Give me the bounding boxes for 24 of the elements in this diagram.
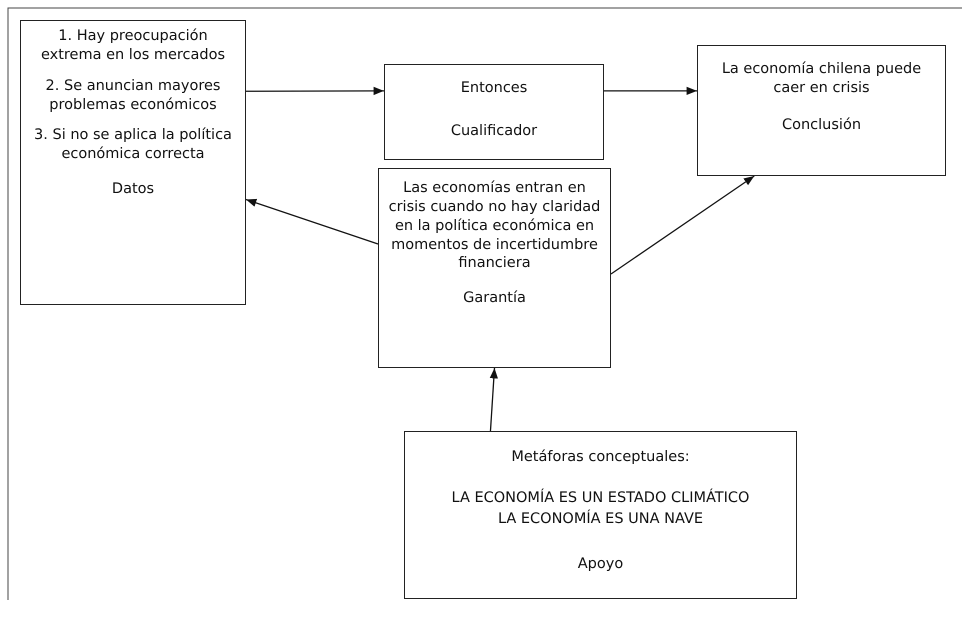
box-text: La economía chilena puede caer en crisis bbox=[720, 60, 922, 98]
box-text: LA ECONOMÍA ES UNA NAVE bbox=[498, 510, 704, 529]
arrow bbox=[490, 368, 498, 432]
box-heading: Conclusión bbox=[782, 116, 862, 135]
text-box bbox=[20, 20, 246, 305]
box-heading: Garantía bbox=[463, 289, 526, 308]
box-text: Las economías entran en crisis cuando no hay claridad en la política económica en momentos de incertidumbre financiera bbox=[388, 179, 602, 274]
box-text: Metáforas conceptuales: bbox=[511, 448, 690, 467]
text-box bbox=[378, 168, 611, 368]
box-heading: Apoyo bbox=[578, 554, 624, 574]
text-box bbox=[384, 64, 604, 160]
arrow bbox=[604, 86, 697, 96]
box-text: 2. Se anuncian mayores problemas económicos bbox=[44, 76, 222, 114]
arrow bbox=[246, 86, 384, 96]
box-text: 3. Si no se aplica la política económica correcta bbox=[33, 126, 233, 164]
arrow bbox=[610, 175, 755, 275]
box-heading: Datos bbox=[112, 180, 154, 199]
box-text: Entonces bbox=[460, 79, 528, 98]
arrow bbox=[246, 198, 378, 245]
box-heading: Cualificador bbox=[450, 122, 538, 141]
text-box bbox=[404, 431, 797, 599]
text-box bbox=[697, 45, 946, 176]
box-text: 1. Hay preocupación extrema en los mercados bbox=[40, 27, 226, 65]
box-text: LA ECONOMÍA ES UN ESTADO CLIMÁTICO bbox=[452, 488, 750, 508]
